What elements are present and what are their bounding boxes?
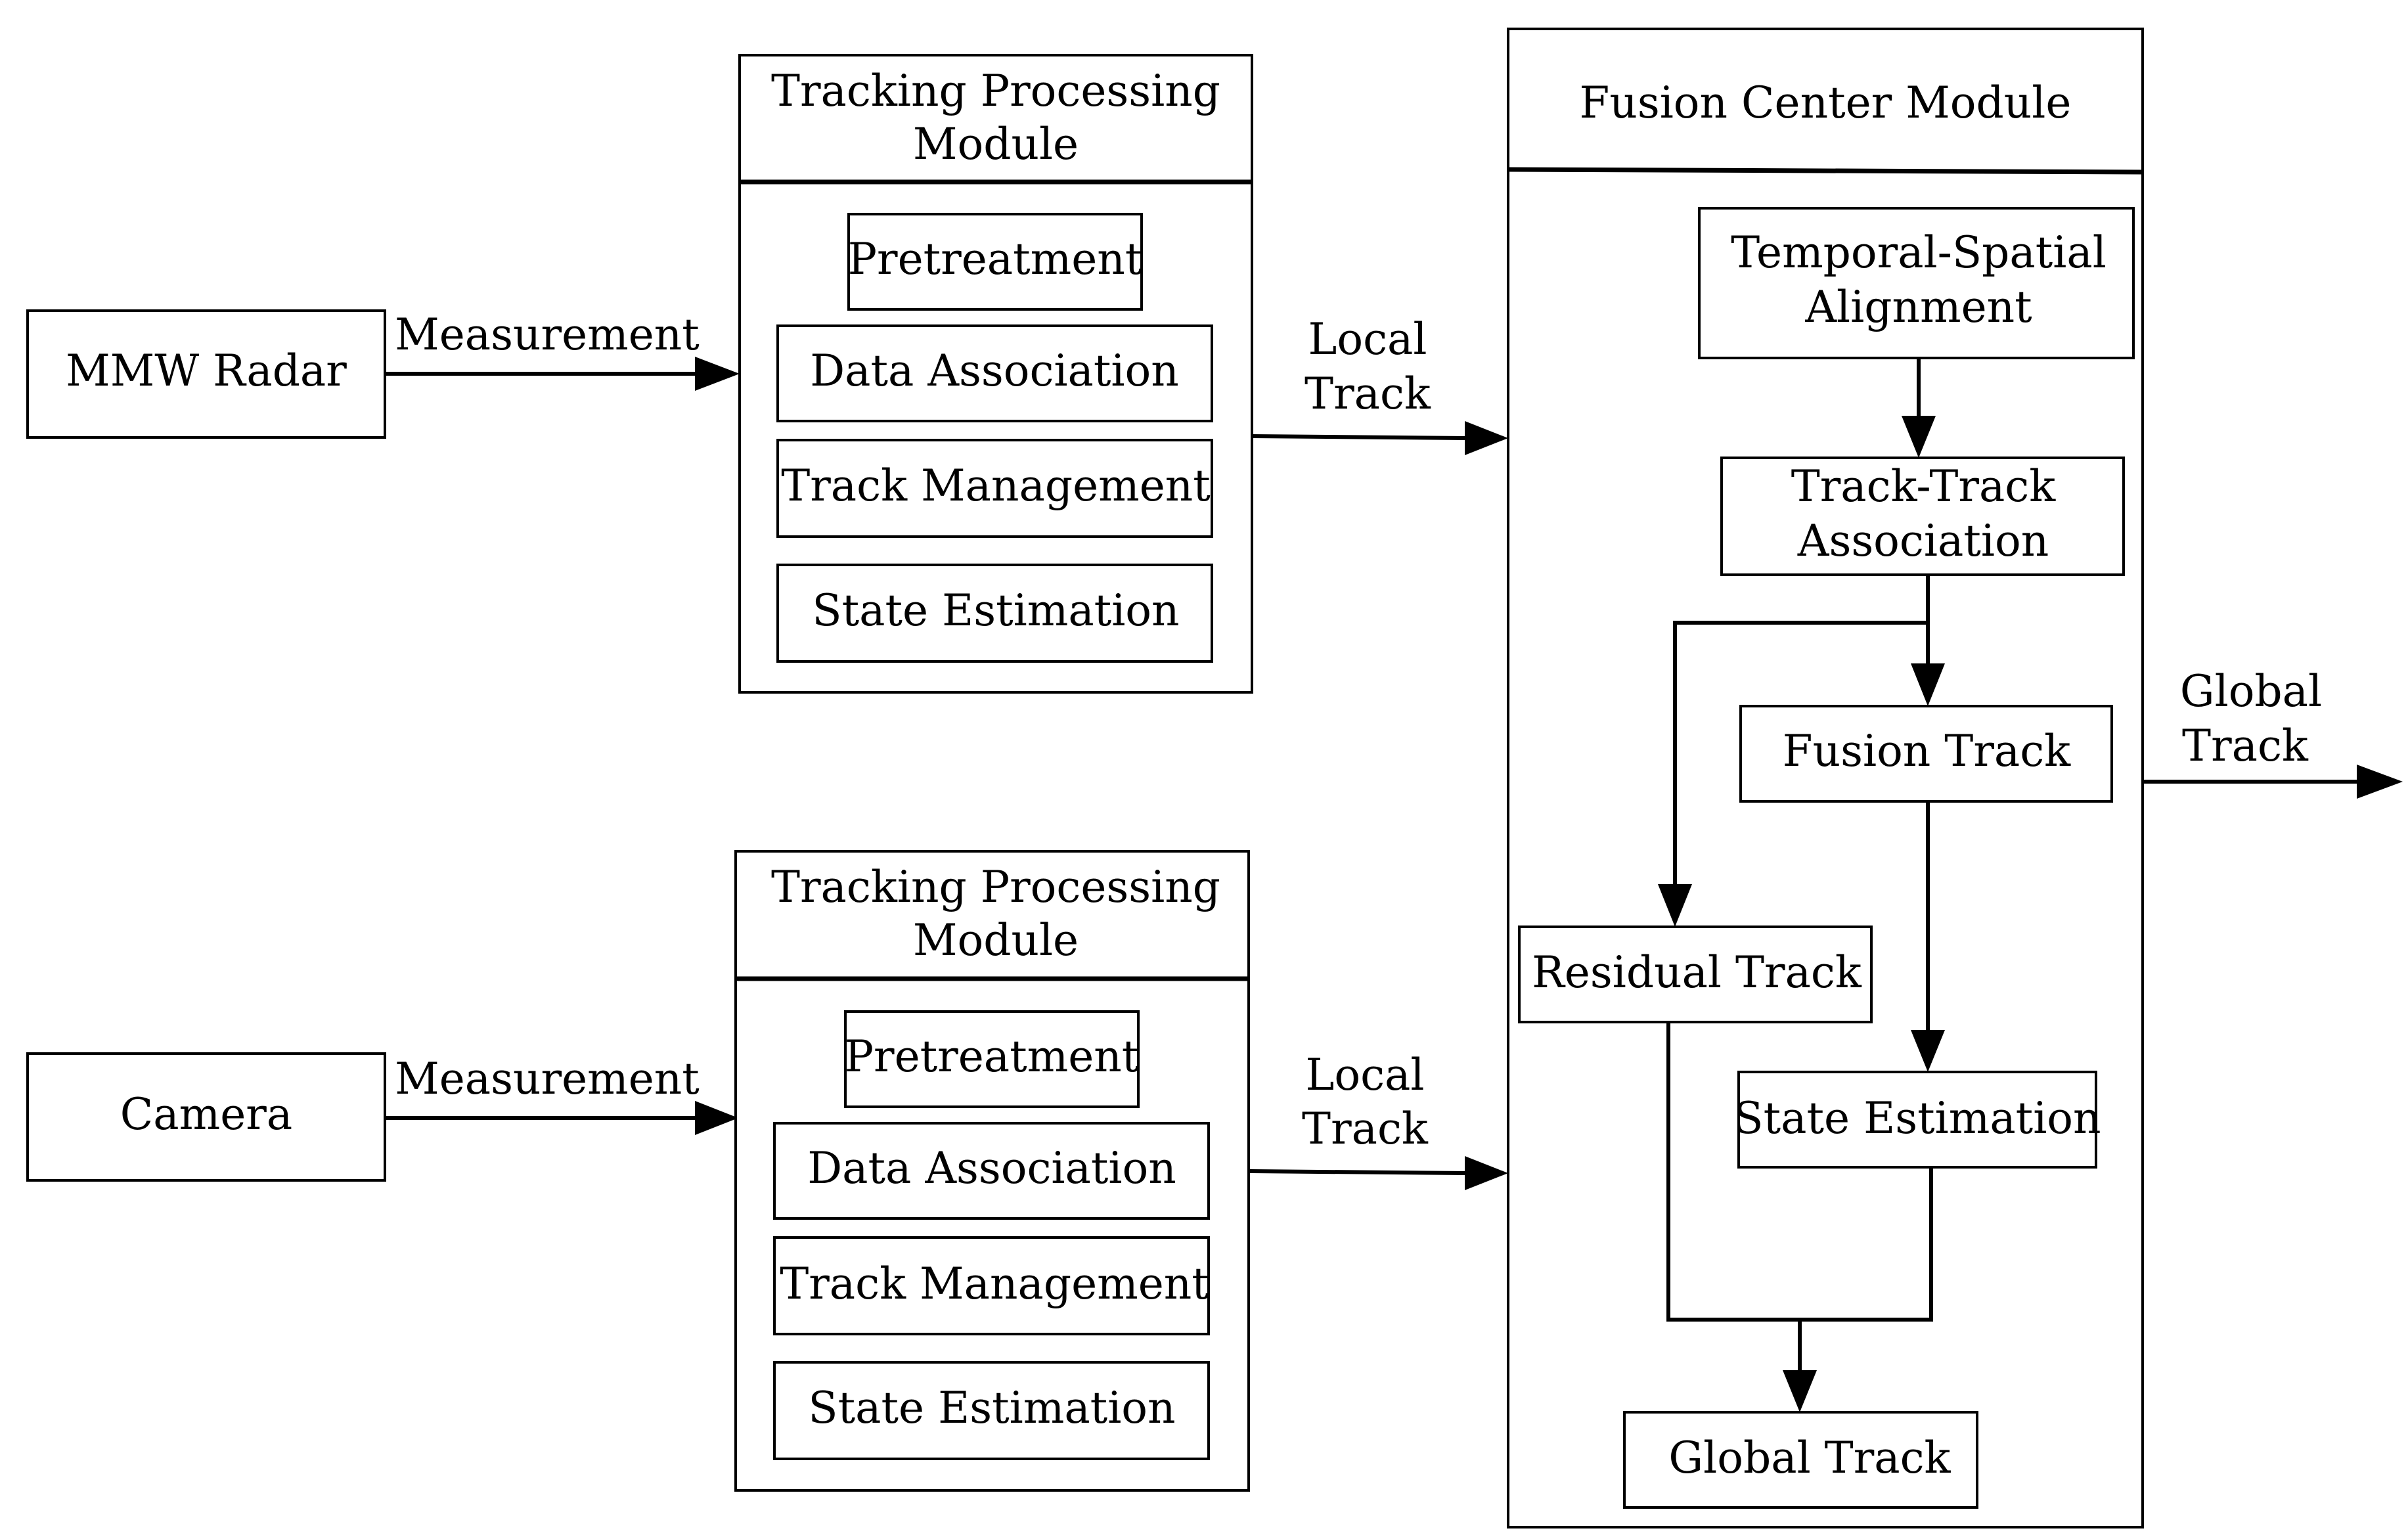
local-track-arrow-top: Local Track xyxy=(1251,314,1508,455)
global-track-output-line2: Track xyxy=(2182,721,2309,771)
alignment-label-line2: Alignment xyxy=(1804,282,2032,332)
global-track-output-arrow: Global Track xyxy=(2143,666,2403,799)
mmw-radar-label: MMW Radar xyxy=(66,346,347,396)
fusion-track-label: Fusion Track xyxy=(1783,726,2071,776)
state-estimation-top-label: State Estimation xyxy=(812,585,1179,636)
association-label-line2: Association xyxy=(1797,516,2049,566)
measurement-label-bottom: Measurement xyxy=(395,1054,700,1104)
local-track-bottom-line1: Local xyxy=(1306,1050,1425,1100)
state-estimation-bottom-label: State Estimation xyxy=(808,1383,1175,1433)
measurement-arrow-bottom: Measurement xyxy=(385,1054,738,1135)
tracking-module-top-title-line1: Tracking Processing xyxy=(771,66,1220,116)
track-management-bottom-label: Track Management xyxy=(780,1259,1209,1309)
tracking-module-bottom-title-line2: Module xyxy=(913,915,1079,966)
tracking-module-top-title-line2: Module xyxy=(913,119,1079,169)
local-track-bottom-line2: Track xyxy=(1302,1104,1429,1154)
tracking-module-bottom-title-line1: Tracking Processing xyxy=(771,862,1220,912)
fusion-center-module: Fusion Center Module Temporal-Spatial Al… xyxy=(1507,28,2144,1528)
fusion-internal-connectors xyxy=(1658,358,1945,1412)
fusion-center-title: Fusion Center Module xyxy=(1580,78,2072,128)
global-track-output-line1: Global xyxy=(2180,666,2322,717)
association-label-line1: Track-Track xyxy=(1791,461,2057,512)
fusion-state-estimation-label: State Estimation xyxy=(1733,1093,2101,1144)
local-track-arrow-bottom: Local Track xyxy=(1248,1050,1508,1190)
camera-label: Camera xyxy=(120,1089,292,1140)
data-association-top-label: Data Association xyxy=(810,346,1179,396)
local-track-top-line2: Track xyxy=(1304,368,1431,419)
pretreatment-bottom-label: Pretreatment xyxy=(845,1031,1140,1082)
measurement-label-top: Measurement xyxy=(395,309,700,360)
track-management-top-label: Track Management xyxy=(781,460,1211,511)
measurement-arrow-top: Measurement xyxy=(385,309,740,391)
data-association-bottom-label: Data Association xyxy=(807,1143,1176,1193)
tracking-module-top: Tracking Processing Module Pretreatment … xyxy=(738,54,1253,694)
pretreatment-top-label: Pretreatment xyxy=(848,234,1143,284)
camera-node: Camera xyxy=(26,1052,386,1182)
tracking-module-bottom: Tracking Processing Module Pretreatment … xyxy=(734,850,1250,1492)
local-track-top-line1: Local xyxy=(1308,314,1427,365)
alignment-label-line1: Temporal-Spatial xyxy=(1731,227,2107,278)
residual-track-label: Residual Track xyxy=(1532,947,1862,998)
mmw-radar-node: MMW Radar xyxy=(26,309,386,439)
global-track-node-label: Global Track xyxy=(1668,1433,1951,1483)
